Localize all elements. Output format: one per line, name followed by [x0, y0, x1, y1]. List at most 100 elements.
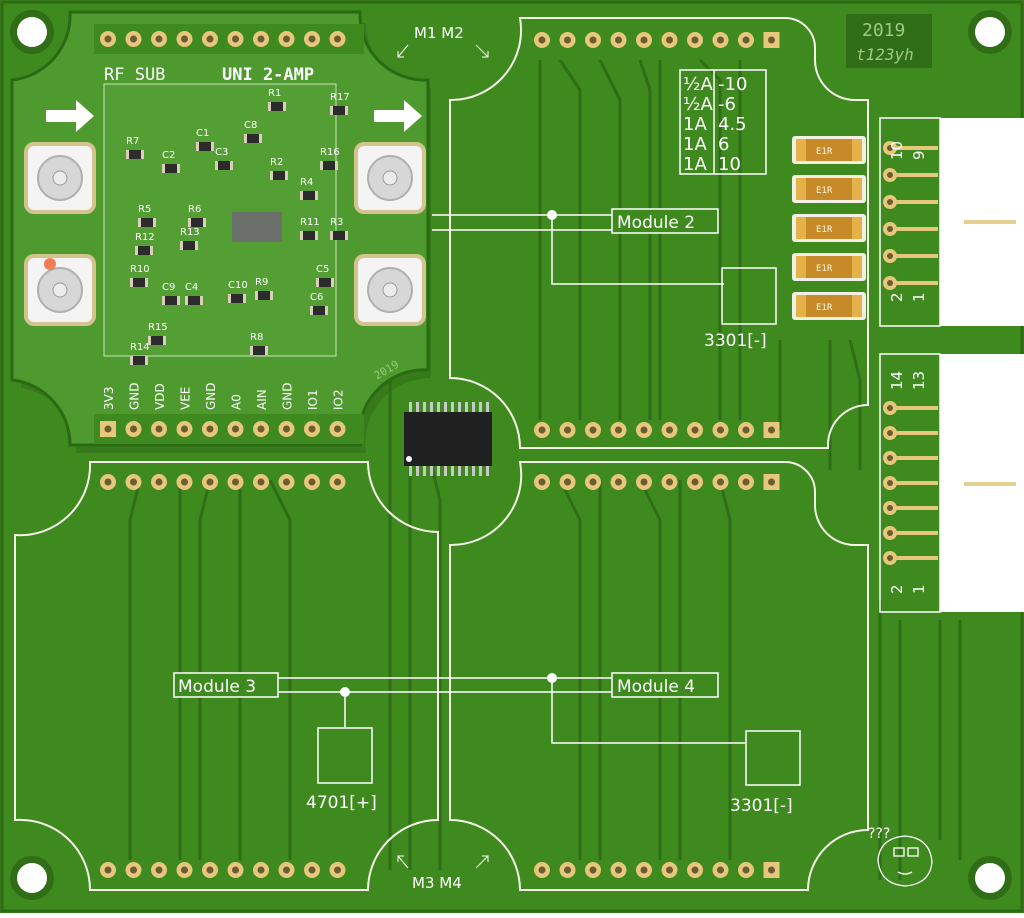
- header-pad-hole: [155, 478, 163, 486]
- component-label: C5: [316, 264, 329, 275]
- smd-pad: [345, 231, 348, 240]
- smd-pad: [148, 336, 151, 345]
- header-pad-hole: [691, 866, 699, 874]
- component-label: R4: [300, 177, 313, 188]
- smd-component: [132, 356, 146, 365]
- chip-leg: [416, 466, 419, 476]
- header-pad-hole: [104, 478, 112, 486]
- resistor-footprint-top: [721, 267, 777, 325]
- smd-pad: [126, 150, 129, 159]
- rf-title-left: RF SUB: [104, 65, 165, 85]
- header-pin: [886, 173, 938, 177]
- header-pad-hole: [887, 199, 893, 205]
- rf-pin-label: GND: [204, 382, 218, 410]
- component-label: C10: [228, 280, 248, 291]
- header-pad-hole: [283, 35, 290, 43]
- current-cell: 1A: [683, 134, 707, 155]
- smd-pad: [138, 218, 141, 227]
- smd-component: [230, 294, 244, 303]
- header-pad-hole: [717, 426, 724, 434]
- fuse-label: E1R: [816, 264, 833, 274]
- component-label: R7: [126, 136, 139, 147]
- smd-pad: [265, 346, 268, 355]
- smd-component: [128, 150, 142, 159]
- header-pad-hole: [232, 478, 239, 486]
- fuse-cap: [796, 295, 806, 317]
- header-pad-hole: [104, 35, 112, 43]
- header-pad-hole: [104, 866, 112, 874]
- chip-leg: [486, 466, 489, 476]
- header-pad-hole: [155, 866, 163, 874]
- smd-component: [302, 231, 316, 240]
- resistor-label-right: 3301[-]: [730, 796, 793, 816]
- header-pad-hole: [564, 478, 571, 486]
- smd-pad: [331, 278, 334, 287]
- fuse-element: [806, 139, 852, 161]
- fuse-cap: [852, 139, 862, 161]
- chip-leg: [479, 466, 482, 476]
- smd-component: [132, 278, 146, 287]
- header-pad-hole: [768, 478, 775, 486]
- smd-component: [187, 296, 201, 305]
- smd-component: [270, 102, 284, 111]
- component-label: R17: [330, 92, 350, 103]
- header-pin: [886, 531, 938, 535]
- header-top-pin9: 9: [910, 150, 928, 160]
- header-pin: [886, 481, 938, 485]
- module4-header-bottom: [534, 862, 780, 878]
- header-pin: [886, 146, 938, 150]
- header-pad-hole: [589, 36, 597, 44]
- header-pad-hole: [334, 478, 341, 486]
- header-pad-hole: [564, 866, 571, 874]
- rf-pin-label: IO2: [332, 389, 346, 410]
- smd-pad: [244, 134, 247, 143]
- header-pad-hole: [104, 425, 112, 433]
- header-pad-hole: [334, 35, 341, 43]
- fuse-element: [806, 256, 852, 278]
- smd-pad: [195, 241, 198, 250]
- header-pad-hole: [206, 425, 214, 433]
- module2-box: [611, 208, 719, 234]
- smd-pad: [270, 291, 273, 300]
- smd-pad: [145, 278, 148, 287]
- connector-header-bottom: 14 13 2 1: [879, 353, 1024, 613]
- header-pad-hole: [257, 425, 265, 433]
- header-pad-hole: [538, 36, 546, 44]
- chip-leg: [437, 466, 440, 476]
- header-pin: [886, 506, 938, 510]
- fuse-label: E1R: [816, 147, 833, 157]
- header-pad-hole: [283, 478, 290, 486]
- component-label: C2: [162, 150, 175, 161]
- chip-leg: [472, 402, 475, 412]
- header-pad-hole: [538, 478, 546, 486]
- fuse-label: E1R: [816, 225, 833, 235]
- header-bottom-pin2: 2: [888, 584, 906, 594]
- threshold-cell: -10: [718, 74, 747, 95]
- module2-header-bottom: [534, 422, 780, 438]
- smd-pad: [285, 171, 288, 180]
- header-pad-hole: [334, 425, 341, 433]
- fuse-element: [806, 295, 852, 317]
- smd-pad: [300, 191, 303, 200]
- component-label: R3: [330, 217, 343, 228]
- component-label: R15: [148, 322, 168, 333]
- resistor-footprint-left: [317, 727, 373, 784]
- header-pad-hole: [257, 35, 265, 43]
- component-label: C4: [185, 282, 198, 293]
- header-pad-hole: [181, 425, 188, 433]
- component-label: C9: [162, 282, 175, 293]
- smd-pad: [162, 164, 165, 173]
- header-pad-hole: [181, 866, 188, 874]
- header-pad-hole: [155, 425, 163, 433]
- doodle-text: ???: [868, 826, 890, 842]
- chip-leg: [430, 466, 433, 476]
- current-cell: ½A: [683, 94, 713, 115]
- header-pad-hole: [887, 145, 893, 151]
- header-pad-hole: [640, 426, 648, 434]
- header-pad-hole: [538, 866, 546, 874]
- smd-pad: [230, 161, 233, 170]
- smd-pad: [270, 171, 273, 180]
- current-cell: ½A: [683, 74, 713, 95]
- header-pad-hole: [717, 478, 724, 486]
- smd-pad: [330, 106, 333, 115]
